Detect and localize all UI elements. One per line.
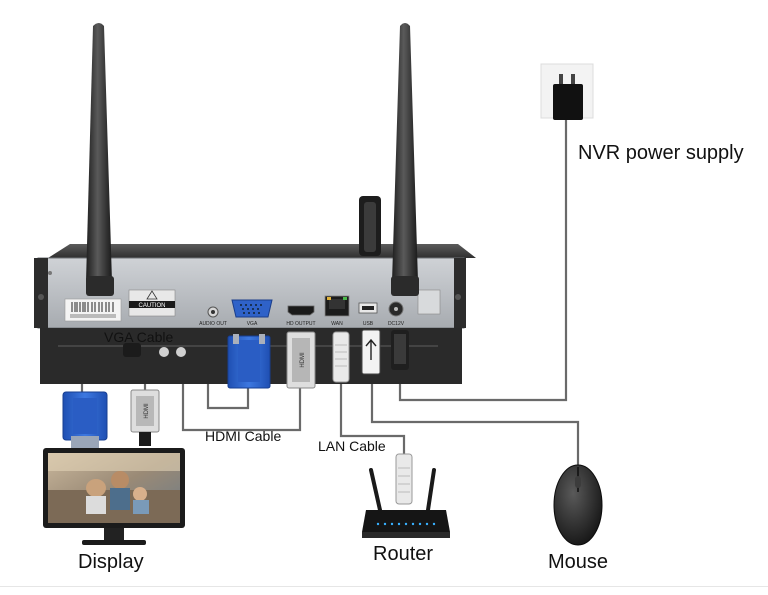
lan-cable-line — [339, 380, 406, 455]
usb-plug — [361, 329, 381, 375]
hdmi-display-connector: HDMI — [130, 389, 160, 446]
lan-cable-label: LAN Cable — [318, 438, 386, 454]
power-outlet-adapter — [540, 63, 594, 120]
nvr-recorder: CAUTION AUDIO OUT VGA HD OUTPUT WAN USB … — [34, 23, 476, 384]
dc12v-label: DC12V — [388, 321, 405, 327]
wan-label: WAN — [331, 321, 343, 327]
svg-text:HDMI: HDMI — [300, 352, 306, 368]
hdmi-plug: HDMI — [286, 331, 316, 389]
hd-output-label: HD OUTPUT — [286, 321, 315, 327]
dc-plug — [391, 330, 409, 370]
mouse-cable-line — [370, 372, 580, 465]
bottom-divider — [0, 586, 768, 587]
usb-label: USB — [363, 321, 374, 327]
vga-cable-label: VGA Cable — [104, 329, 174, 345]
vga-port-label: VGA — [247, 321, 258, 327]
mouse-device — [553, 464, 603, 546]
display-label: Display — [78, 551, 144, 573]
power-supply-label: NVR power supply — [578, 142, 744, 164]
hdmi-cable-label: HDMI Cable — [205, 428, 282, 444]
display-monitor — [43, 448, 185, 545]
svg-text:HDMI: HDMI — [144, 403, 150, 419]
left-antenna — [86, 23, 114, 296]
lan-plug — [332, 331, 350, 383]
vga-display-connector — [62, 391, 108, 448]
audio-out-label: AUDIO OUT — [199, 321, 227, 327]
vga-port — [231, 299, 273, 318]
router-device — [362, 453, 450, 538]
hdmi-port — [287, 305, 315, 316]
router-label: Router — [373, 543, 434, 565]
right-antenna — [391, 23, 419, 296]
vga-plug — [227, 334, 271, 389]
mouse-label: Mouse — [548, 551, 609, 573]
power-cable-line — [398, 118, 568, 402]
caution-text: CAUTION — [139, 303, 166, 309]
